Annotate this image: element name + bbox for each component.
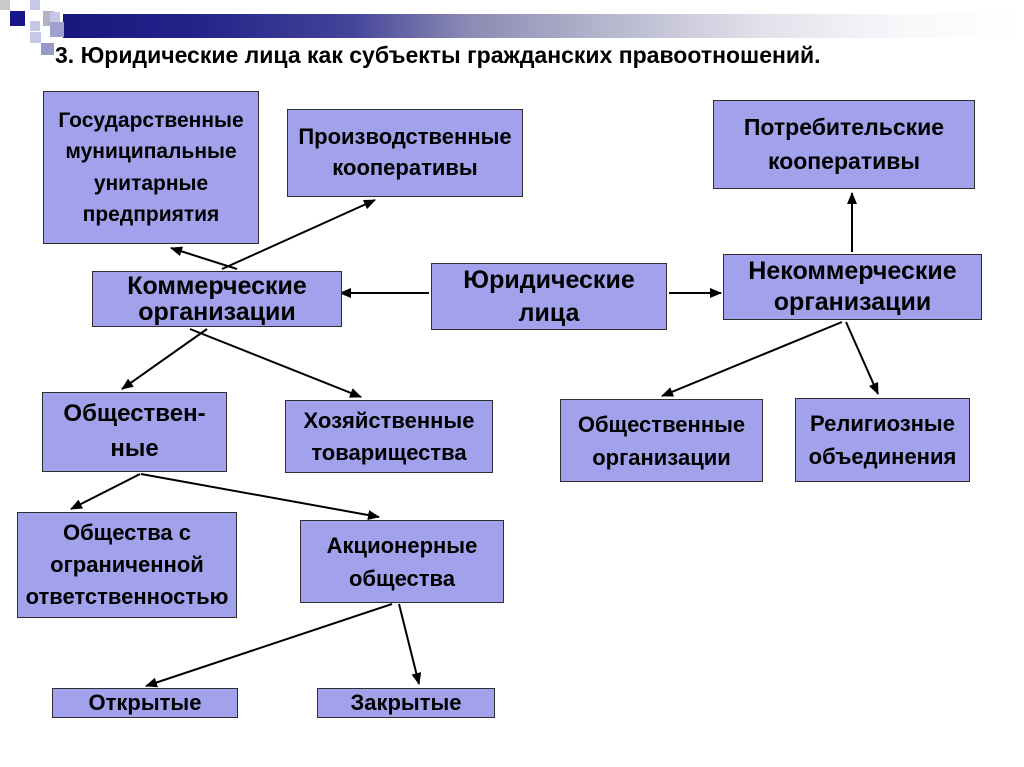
node-label: Закрытые: [350, 690, 462, 715]
node-label: Производственные кооперативы: [298, 124, 512, 180]
node-label: Акционерные общества: [326, 532, 478, 591]
arrow-obshch-to-ooo: [70, 473, 141, 510]
node-label: Коммерческие организации: [127, 271, 307, 326]
mosaic-square: [50, 22, 64, 37]
mosaic-square: [30, 32, 41, 43]
node-label: Юридические лица: [463, 266, 635, 327]
node-legal-entities: Юридические лица: [431, 263, 667, 330]
node-label: Открытые: [88, 690, 202, 715]
arrow-jointstock-to-closed: [398, 603, 422, 685]
slide-title: 3. Юридические лица как субъекты граждан…: [55, 42, 821, 68]
node-religious-associations: Религиозные объединения: [795, 398, 970, 482]
node-open: Открытые: [52, 688, 238, 718]
node-label: Общественные организации: [577, 411, 746, 470]
node-gov-unitary-enterprises: Государственные муниципальные унитарные …: [43, 91, 259, 244]
mosaic-square: [43, 11, 54, 26]
mosaic-square: [30, 21, 40, 31]
node-label: Обществен- ные: [63, 400, 206, 462]
mosaic-square: [10, 11, 25, 26]
node-joint-stock-companies: Акционерные общества: [300, 520, 504, 603]
arrow-commercial-to-prodcoop: [221, 199, 376, 270]
arrow-noncomm-to-puborgs: [661, 321, 843, 397]
node-label: Некоммерческие организации: [748, 256, 957, 316]
arrow-commercial-to-partner: [189, 328, 362, 398]
arrow-obshch-to-jointstock: [140, 473, 380, 520]
mosaic-square: [50, 12, 60, 22]
mosaic-square: [30, 0, 40, 10]
node-commercial-organizations: Коммерческие организации: [92, 271, 342, 327]
arrow-jointstock-to-open: [145, 603, 393, 688]
node-production-cooperatives: Производственные кооперативы: [287, 109, 523, 197]
node-consumer-cooperatives: Потребительские кооперативы: [713, 100, 975, 189]
node-label: Религиозные объединения: [808, 411, 957, 469]
arrow-commercial-to-gov: [170, 246, 238, 270]
node-label: Потребительские кооперативы: [743, 114, 945, 174]
node-label: Общества с ограниченной ответственностью: [25, 520, 229, 609]
arrow-noncomm-to-religious: [845, 321, 879, 395]
arrow-commercial-to-obshch: [121, 328, 208, 390]
node-label: Хозяйственные товарищества: [303, 407, 475, 465]
mosaic-square: [0, 0, 10, 10]
node-business-partnerships: Хозяйственные товарищества: [285, 400, 493, 473]
node-noncommercial-organizations: Некоммерческие организации: [723, 254, 982, 320]
node-label: Государственные муниципальные унитарные …: [58, 108, 244, 227]
node-closed: Закрытые: [317, 688, 495, 718]
header-gradient-bar: [63, 14, 1024, 38]
node-limited-liability-companies: Общества с ограниченной ответственностью: [17, 512, 237, 618]
node-public-organizations: Общественные организации: [560, 399, 763, 482]
node-obshchestvennye: Обществен- ные: [42, 392, 227, 472]
title-bullet-square: [41, 43, 54, 55]
